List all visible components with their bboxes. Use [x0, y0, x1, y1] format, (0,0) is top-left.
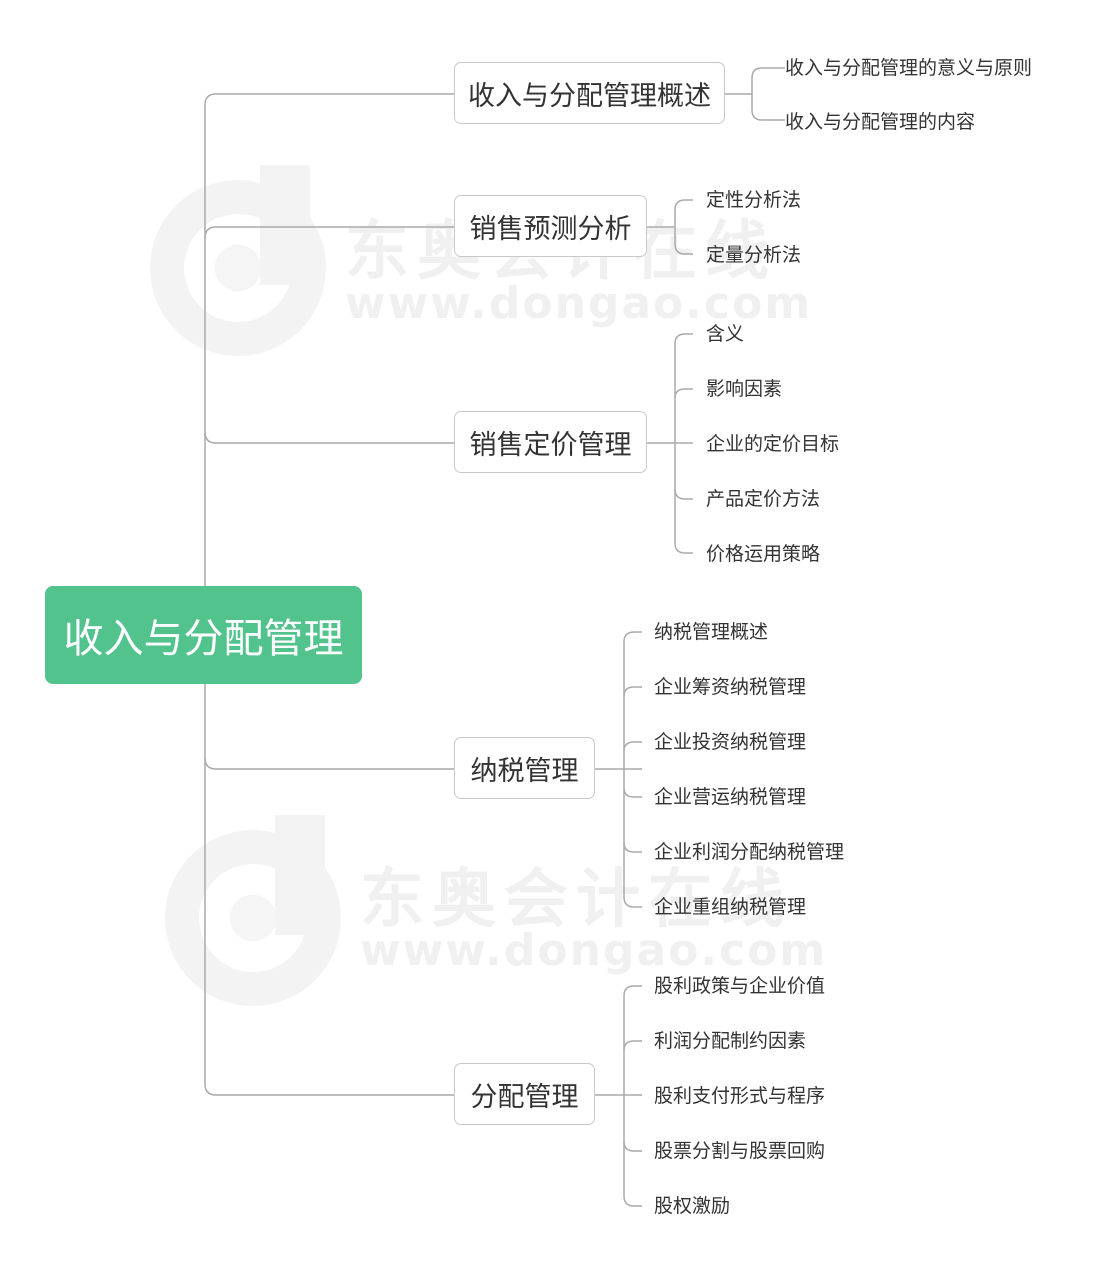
leaf-node[interactable]: 股利政策与企业价值	[654, 975, 826, 997]
branch-node-pricing[interactable]: 销售定价管理	[454, 411, 647, 473]
leaf-node[interactable]: 企业投资纳税管理	[654, 731, 807, 753]
branch-node-sales-forecast[interactable]: 销售预测分析	[454, 195, 647, 257]
leaf-node[interactable]: 收入与分配管理的意义与原则	[785, 57, 1033, 79]
leaf-node[interactable]: 含义	[706, 323, 745, 345]
leaf-node[interactable]: 股权激励	[654, 1195, 731, 1217]
leaf-node[interactable]: 纳税管理概述	[654, 621, 769, 643]
leaf-node[interactable]: 企业筹资纳税管理	[654, 676, 807, 698]
leaf-node[interactable]: 产品定价方法	[706, 488, 821, 510]
branch-node-overview[interactable]: 收入与分配管理概述	[454, 62, 725, 124]
leaf-node[interactable]: 影响因素	[706, 378, 783, 400]
leaf-node[interactable]: 定量分析法	[706, 244, 802, 266]
leaf-node[interactable]: 企业营运纳税管理	[654, 786, 807, 808]
leaf-node[interactable]: 价格运用策略	[706, 543, 821, 565]
leaf-node[interactable]: 股利支付形式与程序	[654, 1085, 826, 1107]
leaf-node[interactable]: 收入与分配管理的内容	[785, 111, 976, 133]
leaf-node[interactable]: 股票分割与股票回购	[654, 1140, 826, 1162]
branch-node-distribution[interactable]: 分配管理	[454, 1063, 595, 1125]
branch-node-tax[interactable]: 纳税管理	[454, 737, 595, 799]
leaf-node[interactable]: 利润分配制约因素	[654, 1030, 807, 1052]
root-node[interactable]: 收入与分配管理	[45, 586, 362, 684]
leaf-node[interactable]: 定性分析法	[706, 189, 802, 211]
leaf-node[interactable]: 企业重组纳税管理	[654, 896, 807, 918]
leaf-node[interactable]: 企业利润分配纳税管理	[654, 841, 845, 863]
leaf-node[interactable]: 企业的定价目标	[706, 433, 840, 455]
